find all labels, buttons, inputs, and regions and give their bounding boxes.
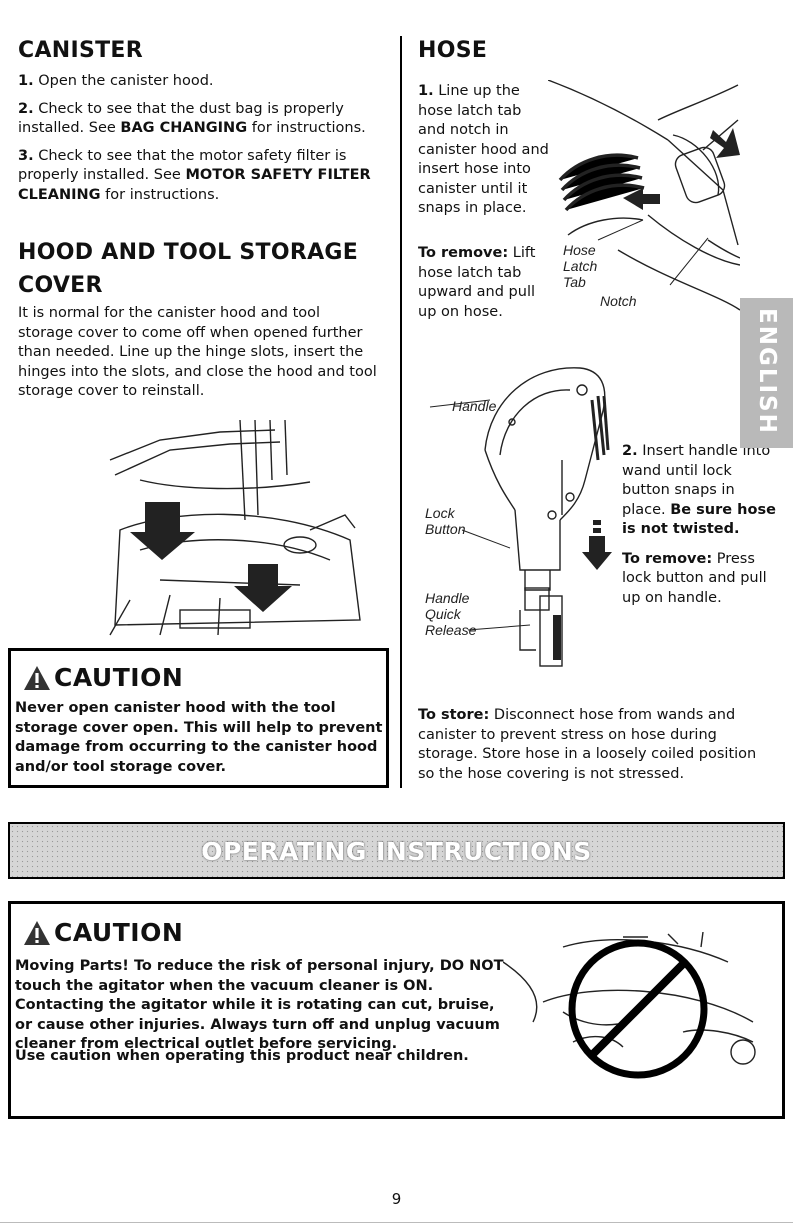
section-banner: OPERATING INSTRUCTIONS	[8, 822, 785, 879]
canister-steps: 1. Open the canister hood. 2. Check to s…	[18, 72, 390, 213]
canister-step-1: 1. Open the canister hood.	[18, 73, 214, 89]
hose-store-text: To store: Disconnect hose from wands and…	[418, 707, 757, 782]
handle-illustration	[429, 367, 612, 667]
caution-text-1: Never open canister hood with the tool s…	[15, 700, 383, 775]
hood-illustration	[109, 420, 361, 636]
hose-heading: HOSE	[418, 38, 488, 63]
caution-heading-1: CAUTION	[23, 663, 183, 692]
caution-heading-2: CAUTION	[23, 918, 183, 947]
caution-text-2: Moving Parts! To reduce the risk of pers…	[15, 958, 504, 1052]
label-handle-quick-release: Handle Quick Release	[425, 590, 477, 638]
caution-text-children: Use caution when operating this product …	[15, 1048, 469, 1064]
hood-heading: HOOD AND TOOL STORAGE COVER	[18, 240, 359, 298]
label-hose-latch-tab: Hose Latch Tab	[563, 242, 598, 290]
label-notch: Notch	[600, 293, 637, 309]
page-number: 9	[391, 1190, 402, 1208]
column-divider	[400, 36, 402, 788]
banner-title: OPERATING INSTRUCTIONS	[201, 837, 592, 866]
hood-text: It is normal for the canister hood and t…	[18, 305, 377, 399]
hose-illustration	[548, 80, 740, 311]
warning-icon	[24, 920, 50, 945]
hose-step-2: 2. Insert handle into wand until lock bu…	[622, 442, 782, 608]
caution-box-hood: CAUTION Never open canister hood with th…	[8, 648, 389, 788]
hose-remove-2: To remove: Press lock button and pull up…	[622, 550, 767, 606]
label-lock-button: Lock Button	[425, 505, 466, 537]
canister-step-3: 3. Check to see that the motor safety fi…	[18, 147, 371, 203]
bottom-rule	[0, 1222, 793, 1223]
no-touch-agitator-icon	[503, 932, 756, 1079]
caution-box-moving-parts: CAUTION Moving Parts! To reduce the risk…	[8, 901, 785, 1119]
warning-icon	[24, 665, 50, 690]
canister-step-2: 2. Check to see that the dust bag is pro…	[18, 100, 366, 137]
language-side-tab: ENGLISH	[740, 298, 793, 448]
hose-step-1: 1. Line up the hose latch tab and notch …	[418, 83, 549, 216]
canister-heading: CANISTER	[18, 38, 143, 63]
hose-remove-1: To remove: Lift hose latch tab upward an…	[418, 245, 536, 320]
label-handle: Handle	[452, 398, 497, 414]
